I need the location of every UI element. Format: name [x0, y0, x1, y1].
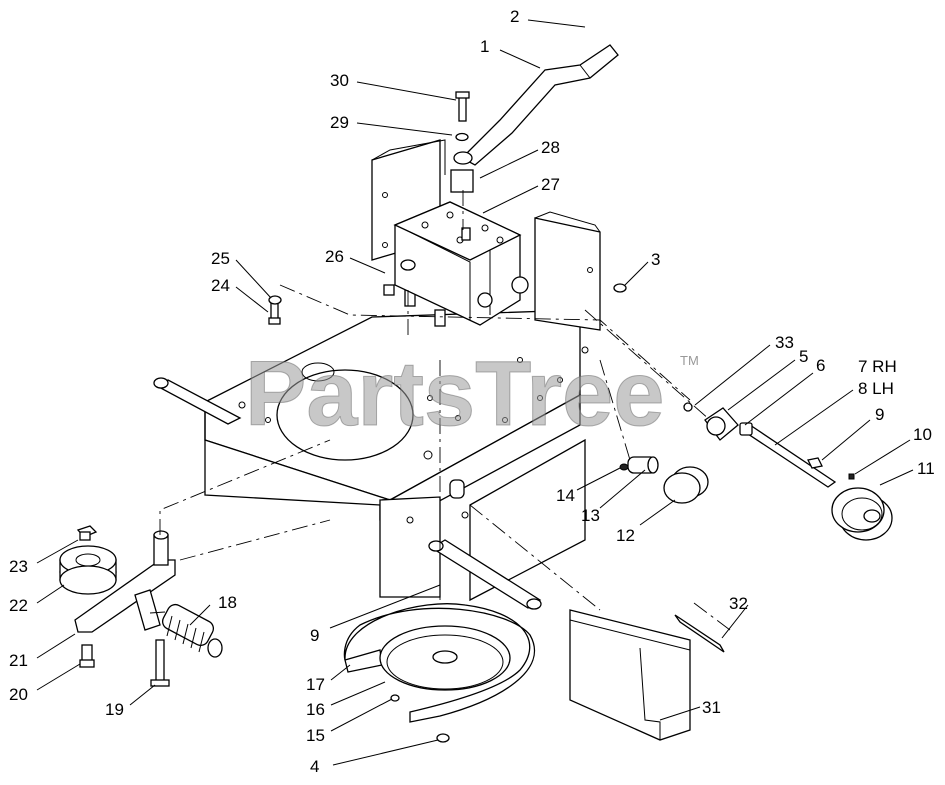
- callout-9-pin: 9: [310, 626, 319, 645]
- watermark: PartsTree TM: [245, 343, 699, 446]
- callout-13: 13: [581, 506, 600, 525]
- callout-29: 29: [330, 113, 349, 132]
- lever-hardware: [450, 91, 474, 193]
- shift-lever: [453, 44, 619, 166]
- callout-8-lh: 8 LH: [858, 379, 894, 398]
- callout-32: 32: [729, 594, 748, 613]
- alignment-lines: [159, 190, 731, 631]
- callout-12: 12: [616, 526, 635, 545]
- callout-14: 14: [556, 486, 575, 505]
- callout-24: 24: [211, 276, 230, 295]
- callout-28: 28: [541, 138, 560, 157]
- callout-4: 4: [310, 757, 319, 776]
- callout-26: 26: [325, 247, 344, 266]
- callout-5: 5: [799, 347, 808, 366]
- shaft-assembly: [268, 283, 893, 541]
- callout-16: 16: [306, 700, 325, 719]
- callout-25: 25: [211, 249, 230, 268]
- callout-3: 3: [651, 250, 660, 269]
- callout-27: 27: [541, 175, 560, 194]
- callout-1: 1: [480, 37, 489, 56]
- callout-9-key: 9: [875, 405, 884, 424]
- callout-19: 19: [105, 700, 124, 719]
- callout-10: 10: [913, 425, 932, 444]
- callout-17: 17: [306, 675, 325, 694]
- watermark-text: PartsTree: [245, 343, 664, 445]
- callout-30: 30: [330, 71, 349, 90]
- callout-31: 31: [702, 698, 721, 717]
- idler-arm-assembly: [59, 525, 223, 687]
- gearbox-assembly: [383, 201, 529, 327]
- callout-11: 11: [917, 459, 935, 478]
- callout-15: 15: [306, 726, 325, 745]
- callout-33: 33: [775, 333, 794, 352]
- callout-labels: 2 1 30 29 28 27 26 25 24 3 33 5 6 7 RH 8…: [9, 7, 935, 776]
- callout-22: 22: [9, 596, 28, 615]
- spring: [149, 603, 223, 658]
- axle-rods: [153, 377, 542, 610]
- watermark-trademark: TM: [680, 353, 699, 368]
- shield-cover: [569, 609, 725, 741]
- idler-pulley: [59, 545, 117, 595]
- drive-pulley-assembly: [343, 603, 536, 743]
- callout-23: 23: [9, 557, 28, 576]
- leader-lines: [36, 19, 914, 766]
- callout-2: 2: [510, 7, 519, 26]
- callout-7-rh: 7 RH: [858, 357, 897, 376]
- callout-18: 18: [218, 593, 237, 612]
- callout-20: 20: [9, 685, 28, 704]
- callout-6: 6: [816, 356, 825, 375]
- callout-21: 21: [9, 651, 28, 670]
